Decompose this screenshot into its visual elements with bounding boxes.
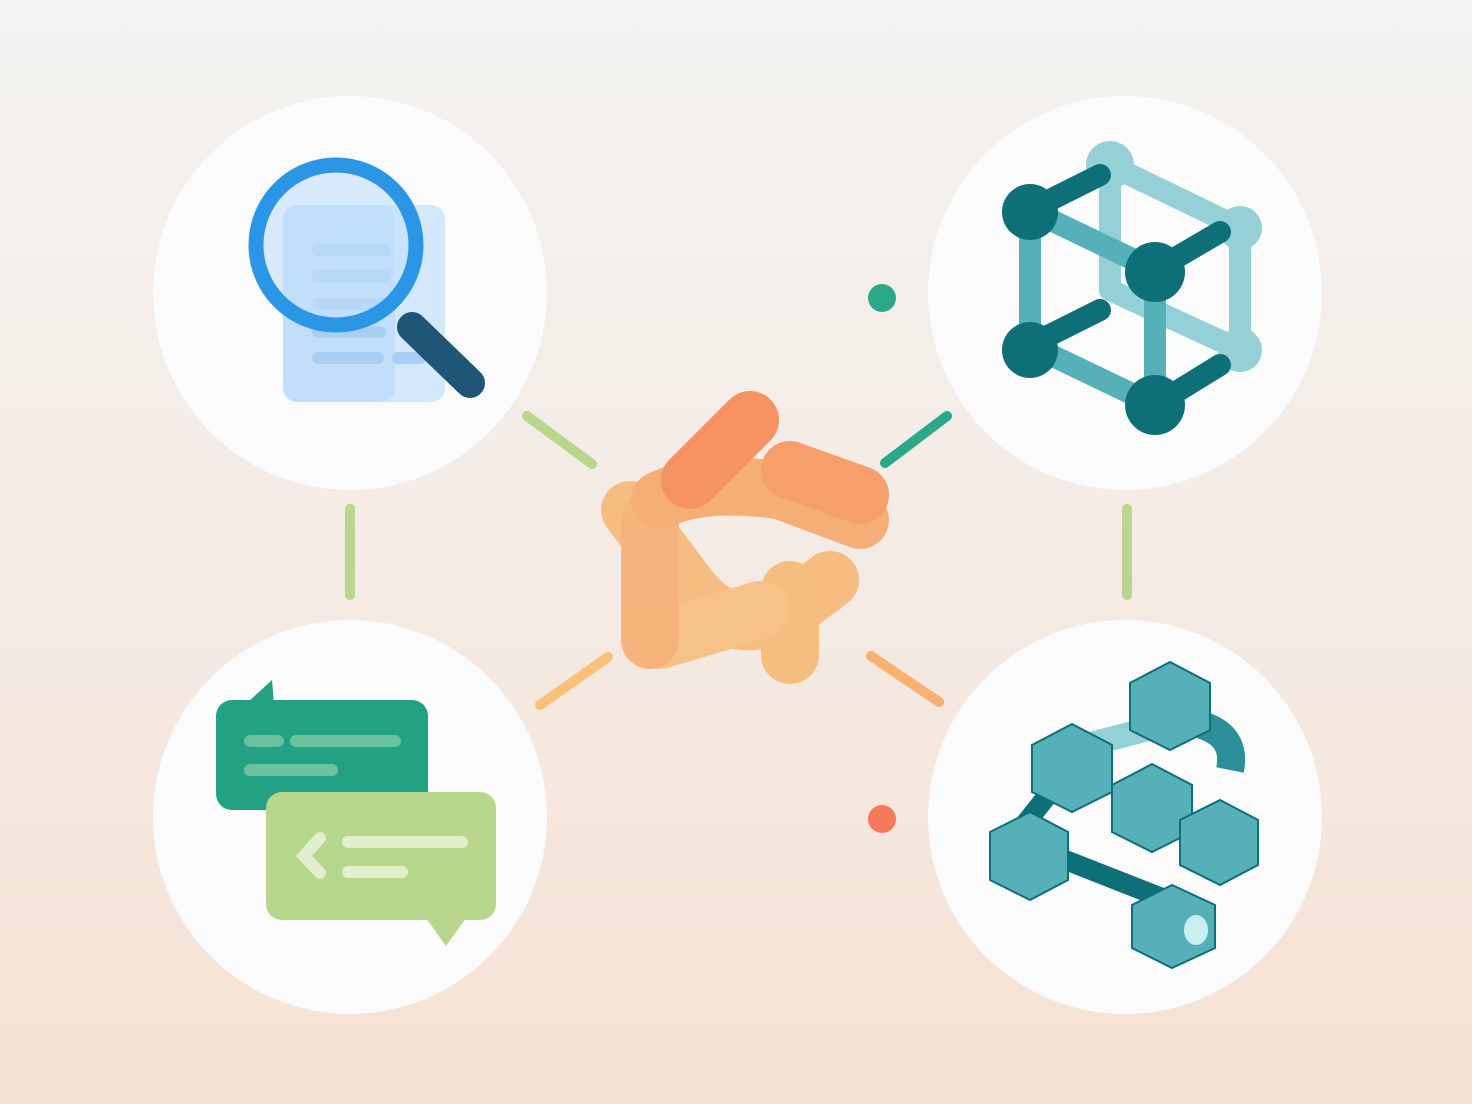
connector-top-end-dot <box>868 284 896 312</box>
connector-diag-bottom-right <box>866 651 944 707</box>
connected-blocks-icon <box>989 660 1259 970</box>
connector-diag-bottom-left <box>535 652 613 710</box>
interwoven-star-logo-icon <box>601 391 889 684</box>
connector-diag-top-right <box>880 411 952 468</box>
block <box>989 660 1259 970</box>
chat-bubbles-icon <box>216 680 496 946</box>
network-cube-icon <box>1002 141 1262 435</box>
document-search-icon <box>248 157 485 402</box>
connectors <box>345 284 1132 833</box>
connector-diag-top-left <box>522 411 597 469</box>
connector-bottom-end-dot <box>868 805 896 833</box>
